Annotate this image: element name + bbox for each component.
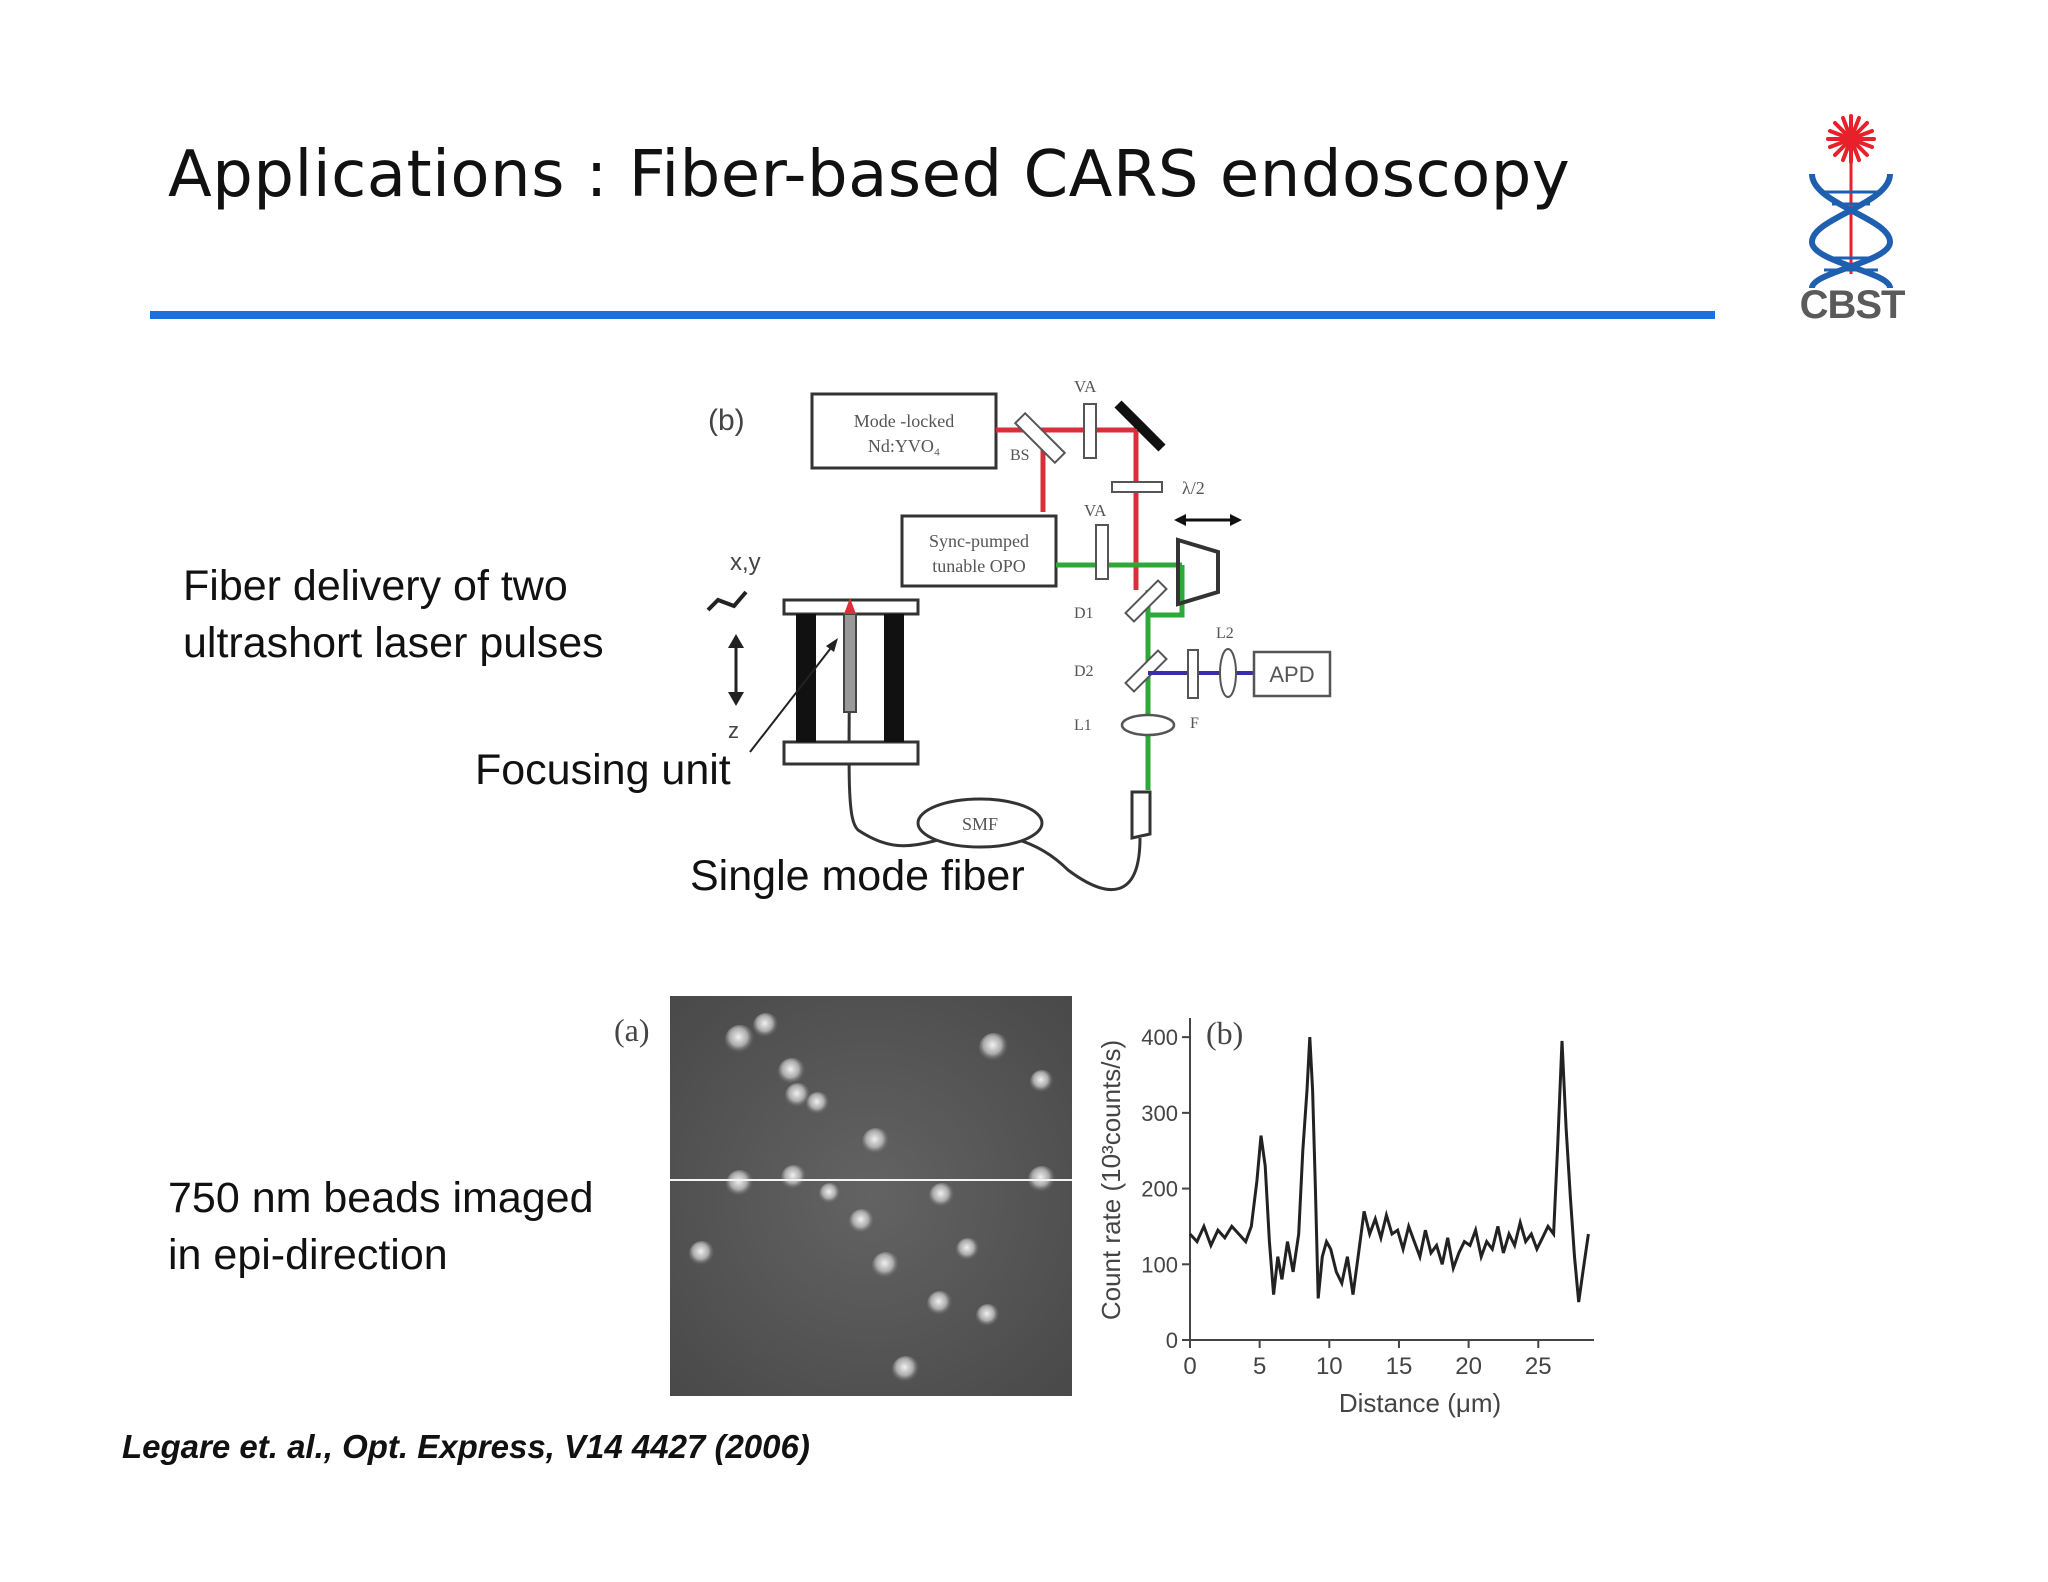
xy-arrow-icon <box>706 590 748 612</box>
lens-l1 <box>1120 713 1176 737</box>
series-line <box>1188 1037 1590 1303</box>
label-z: z <box>728 718 739 743</box>
x-tick-label: 20 <box>1455 1353 1482 1380</box>
delay-stage <box>1176 537 1220 607</box>
fiber-probe <box>843 613 857 713</box>
profile-chart: 0 100 200 300 400 0 5 10 15 20 25 (b) Distance (μ… <box>1096 1015 1594 1418</box>
laser-box-line1: Mode -locked <box>854 411 954 431</box>
bead-image <box>670 996 1072 1396</box>
mirror <box>1114 400 1166 452</box>
dna-helix-icon <box>1808 173 1894 290</box>
focusing-pointer <box>749 643 835 753</box>
focusing-unit-label: Focusing unit <box>475 746 731 794</box>
chart-panel-label: (b) <box>1206 1015 1243 1051</box>
x-axis-label: Distance (μm) <box>1339 1388 1501 1418</box>
opo-box-line2: tunable OPO <box>932 556 1026 576</box>
label-half-wave: λ/2 <box>1182 478 1205 498</box>
y-tick-label: 400 <box>1141 1025 1178 1050</box>
x-tick-label: 10 <box>1316 1353 1343 1380</box>
y-tick-label: 300 <box>1141 1101 1178 1126</box>
label-l2: L2 <box>1216 625 1234 642</box>
opo-box-line1: Sync-pumped <box>929 531 1029 551</box>
y-tick-label: 100 <box>1141 1252 1178 1277</box>
delivery-caption: Fiber delivery of two ultrashort laser p… <box>183 558 604 672</box>
label-smf: SMF <box>962 814 998 834</box>
focusing-post-right <box>884 614 904 742</box>
delivery-caption-line2: ultrashort laser pulses <box>183 619 604 667</box>
cbst-logo: CBST <box>1800 114 1906 324</box>
y-tick-label: 200 <box>1141 1177 1178 1202</box>
logo-text: CBST <box>1800 283 1905 324</box>
label-d2: D2 <box>1074 663 1094 680</box>
label-va-top: VA <box>1074 377 1097 396</box>
single-mode-fiber-label: Single mode fiber <box>690 852 1025 900</box>
lens-l2 <box>1219 648 1237 698</box>
apd-box <box>1252 650 1332 698</box>
fiber-coupler <box>1130 790 1152 840</box>
dichroic-d2 <box>1124 649 1168 693</box>
half-wave-plate <box>1111 481 1163 493</box>
label-apd: APD <box>1269 662 1314 687</box>
variable-attenuator-mid <box>1095 524 1109 580</box>
x-tick-label: 15 <box>1386 1353 1413 1380</box>
label-f: F <box>1190 715 1199 732</box>
filter-f <box>1187 649 1199 699</box>
bead-panel-label: (a) <box>614 1012 650 1048</box>
y-tick-label: 0 <box>1166 1328 1178 1353</box>
x-tick-label: 25 <box>1525 1353 1552 1380</box>
variable-attenuator-top <box>1083 403 1097 459</box>
label-bs: BS <box>1010 447 1030 464</box>
opo-box <box>900 514 1058 588</box>
laser-box <box>810 392 998 470</box>
focusing-post-left <box>796 614 816 742</box>
label-va-mid: VA <box>1084 501 1107 520</box>
beads-caption-line2: in epi-direction <box>168 1231 448 1279</box>
setup-panel-label: (b) <box>708 404 745 437</box>
dichroic-d1 <box>1124 579 1168 623</box>
beam-splitter <box>1013 411 1067 465</box>
smf-coil <box>916 797 1044 849</box>
label-xy: x,y <box>730 549 761 576</box>
citation: Legare et. al., Opt. Express, V14 4427 (… <box>122 1428 810 1465</box>
setup-diagram: (b) Mode -locked Nd:YVO₄ BS VA λ/2 Sync-… <box>706 377 1332 892</box>
slide-title: Applications : Fiber-based CARS endoscop… <box>168 138 1571 212</box>
x-tick-label: 0 <box>1183 1353 1196 1380</box>
delivery-caption-line1: Fiber delivery of two <box>183 562 568 610</box>
y-axis-label: Count rate (10³counts/s) <box>1096 1040 1126 1320</box>
label-d1: D1 <box>1074 605 1094 622</box>
beads-caption-line1: 750 nm beads imaged <box>168 1174 594 1222</box>
laser-box-line2: Nd:YVO₄ <box>868 436 940 456</box>
label-l1: L1 <box>1074 717 1092 734</box>
x-tick-label: 5 <box>1253 1353 1266 1380</box>
title-rule <box>150 311 1715 319</box>
focusing-base <box>782 740 920 766</box>
beads-caption: 750 nm beads imaged in epi-direction <box>168 1170 594 1284</box>
